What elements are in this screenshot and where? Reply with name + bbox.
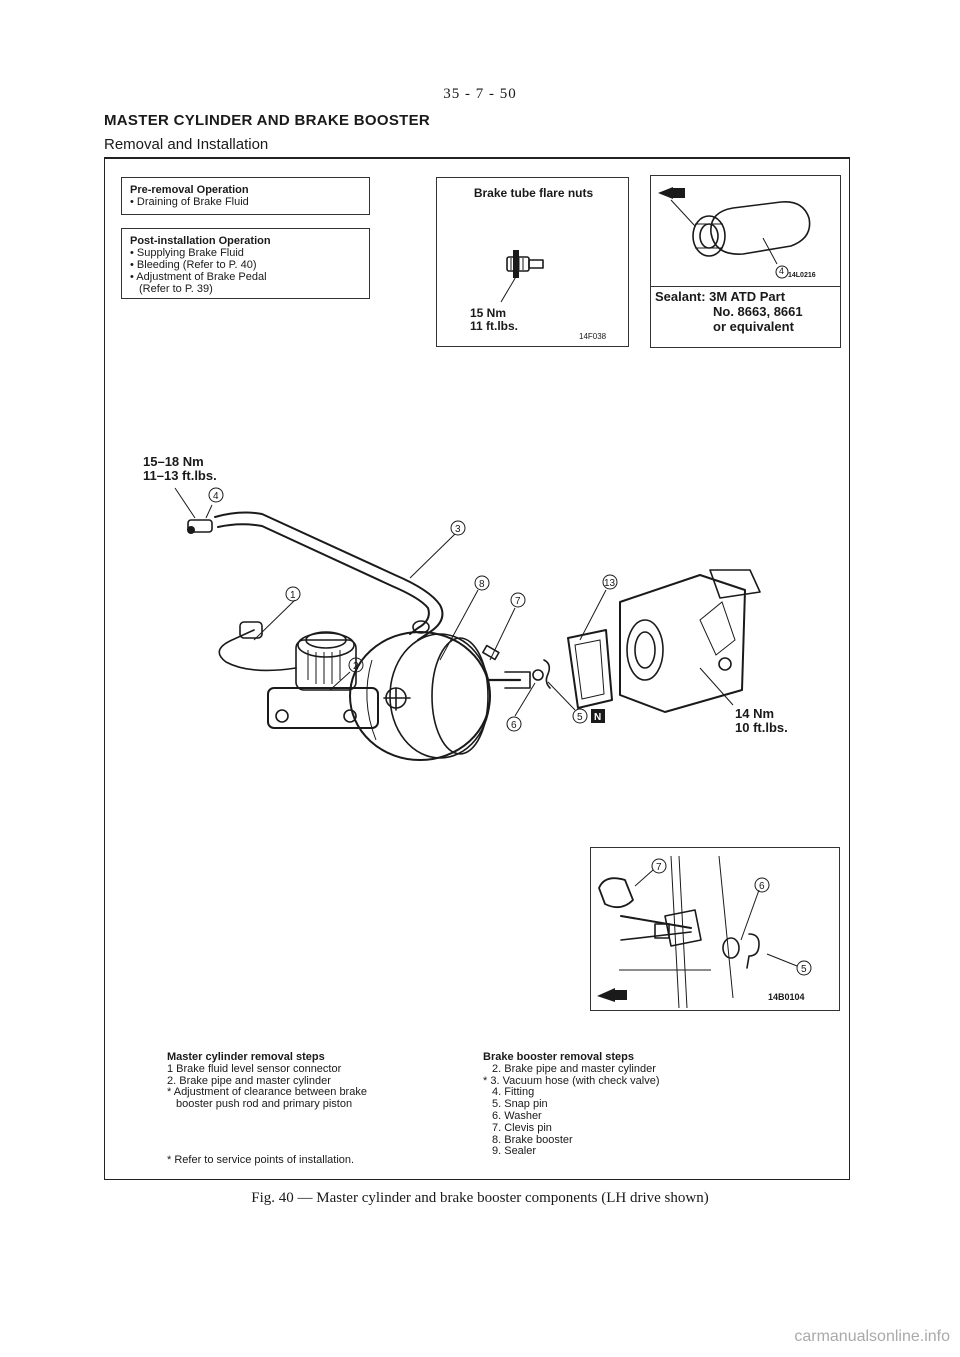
sealant-line: or equivalent (713, 319, 794, 334)
callout-number: 7 (515, 596, 521, 607)
step-item: 5. Snap pin (492, 1098, 548, 1111)
callout-number: 4 (213, 491, 219, 502)
sealant-spec: Sealant: 3M ATD Part No. 8663, 8661 or e… (655, 289, 803, 334)
watermark: carmanualsonline.info (794, 1328, 950, 1345)
sealant-line: No. 8663, 8661 (713, 304, 803, 319)
sealant-figure-code: 14L0216 (788, 272, 816, 279)
callout-number: 2 (353, 661, 359, 672)
flare-nut-torque-ftlbs: 11 ft.lbs. (470, 319, 519, 333)
master-cylinder-steps: Master cylinder removal steps 1 Brake fl… (167, 1051, 427, 1111)
sealant-line: Sealant: 3M ATD Part (655, 289, 786, 304)
post-installation-item: • Bleeding (Refer to P. 40) (130, 259, 257, 271)
step-item: booster push rod and primary piston (176, 1098, 353, 1111)
sealant-divider (651, 286, 840, 287)
post-installation-item: • Adjustment of Brake Pedal (130, 271, 267, 283)
pre-removal-item: • Draining of Brake Fluid (130, 196, 249, 208)
pre-removal-heading: Pre-removal Operation (130, 184, 249, 196)
sealant-callout: 4 (779, 266, 785, 276)
flare-nut-figure-code: 14F038 (579, 332, 607, 341)
fitting-drawing (658, 187, 811, 279)
inset-callout-number: 5 (801, 964, 807, 975)
flare-nut-drawing (500, 250, 544, 303)
step-item: 9. Sealer (492, 1145, 537, 1158)
torque-spec-fitting: 15–18 Nm 11–13 ft.lbs. (143, 455, 217, 483)
flare-nut-torque-nm: 15 Nm (470, 306, 507, 320)
torque-nm: 15–18 Nm (143, 454, 204, 469)
page-number: 35 - 7 - 50 (443, 86, 517, 102)
steps-heading: Master cylinder removal steps (167, 1051, 325, 1063)
clevis-inset-drawing: 7 6 5 (597, 855, 812, 1009)
callout-number: 6 (511, 720, 517, 731)
flare-nut-detail-box: Brake tube flare nuts 15 Nm 11 ft.lbs. 1… (436, 177, 629, 347)
brake-booster-steps: Brake booster removal steps 2. Brake pip… (483, 1051, 743, 1158)
step-item: 7. Clevis pin (492, 1121, 552, 1134)
steps-heading: Brake booster removal steps (483, 1051, 635, 1063)
post-installation-item: • Supplying Brake Fluid (130, 247, 244, 259)
step-item: * 3. Vacuum hose (with check valve) (483, 1074, 660, 1087)
step-item: 8. Brake booster (492, 1133, 573, 1146)
callout-number: 1 (290, 590, 296, 601)
clevis-inset-box: 7 6 5 14B0104 (590, 847, 840, 1011)
callout-number: 3 (455, 524, 461, 535)
step-item: 1 Brake fluid level sensor connector (167, 1062, 342, 1075)
step-item: 2. Brake pipe and master cylinder (492, 1062, 656, 1075)
step-item: * Adjustment of clearance between brake (167, 1086, 367, 1099)
sealant-detail-box: 4 14L0216 Sealant: 3M ATD Part No. 8663,… (650, 175, 841, 348)
service-note: * Refer to service points of installatio… (167, 1154, 355, 1166)
callout-circles (208, 487, 618, 732)
torque-ftlbs: 11–13 ft.lbs. (143, 468, 217, 483)
inset-callout-number: 7 (656, 862, 662, 873)
step-item: 4. Fitting (492, 1086, 535, 1099)
step-item: 6. Washer (492, 1109, 542, 1122)
step-item: 2. Brake pipe and master cylinder (167, 1074, 331, 1087)
pre-removal-box: Pre-removal Operation • Draining of Brak… (121, 177, 370, 215)
torque-ftlbs: 10 ft.lbs. (735, 720, 788, 735)
figure-frame (104, 157, 850, 1180)
torque-spec-bracket: 14 Nm 10 ft.lbs. (735, 707, 788, 735)
inset-callout-number: 6 (759, 881, 765, 892)
torque-nm: 14 Nm (735, 706, 775, 721)
callout-number: 5 (577, 712, 583, 723)
new-part-mark: N (594, 712, 601, 723)
post-installation-box: Post-installation Operation • Supplying … (121, 228, 370, 299)
inset-figure-code: 14B0104 (768, 992, 805, 1002)
section-title: MASTER CYLINDER AND BRAKE BOOSTER (104, 112, 431, 129)
flare-nut-title: Brake tube flare nuts (473, 186, 594, 200)
callout-number: 8 (479, 579, 485, 590)
figure-caption: Fig. 40 — Master cylinder and brake boos… (251, 1190, 709, 1206)
section-subtitle: Removal and Installation (104, 136, 269, 153)
post-installation-item: (Refer to P. 39) (139, 283, 213, 295)
callout-number: 13 (604, 578, 616, 589)
post-installation-heading: Post-installation Operation (130, 235, 271, 247)
